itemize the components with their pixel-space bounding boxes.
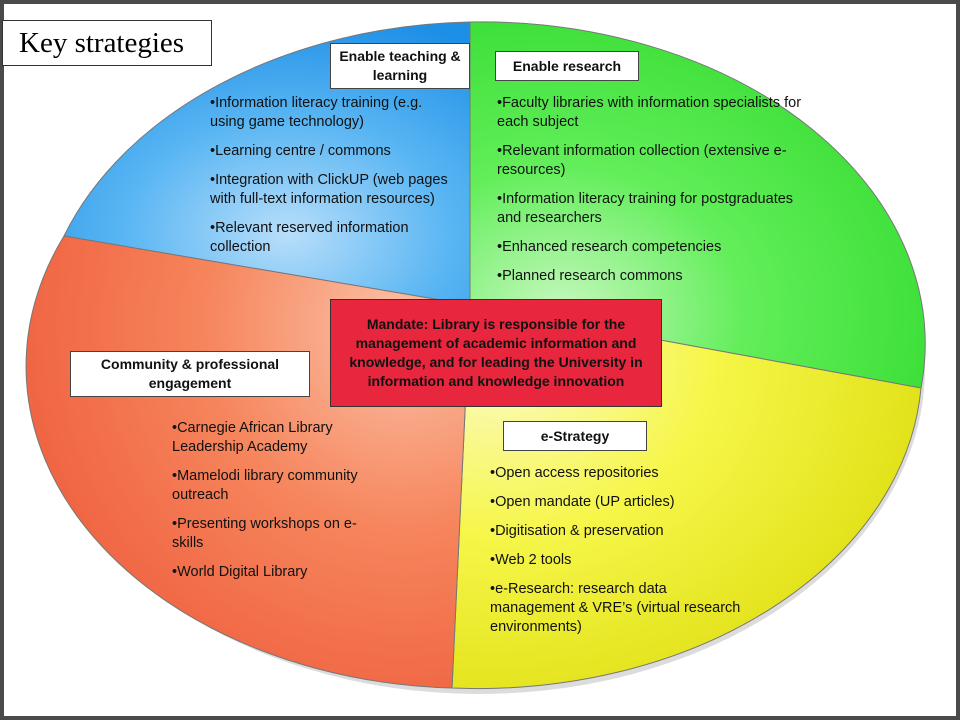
list-item: •Faculty libraries with information spec… [497, 95, 802, 130]
list-item: •e-Research: research data management & … [490, 581, 741, 635]
list-item: •Mamelodi library community outreach [172, 468, 358, 503]
list-item: •Learning centre / commons [210, 143, 391, 159]
teaching-list: •Information literacy training (e.g. usi… [210, 94, 450, 267]
list-item: •Carnegie African Library Leadership Aca… [172, 420, 333, 455]
list-item: •Information literacy training (e.g. usi… [210, 95, 423, 130]
list-item: •Open mandate (UP articles) [490, 494, 675, 510]
list-item: •Information literacy training for postg… [497, 191, 794, 226]
list-item: •Relevant information collection (extens… [497, 143, 787, 178]
research-list: •Faculty libraries with information spec… [497, 94, 807, 296]
list-item: •Relevant reserved information collectio… [210, 220, 409, 255]
list-item: •Enhanced research competencies [497, 239, 722, 255]
mandate-box: Mandate: Library is responsible for the … [330, 299, 662, 407]
teaching-sector [63, 21, 471, 306]
heading-research: Enable research [495, 51, 639, 81]
list-item: •Planned research commons [497, 268, 683, 284]
list-item: •Open access repositories [490, 465, 659, 481]
list-item: •Digitisation & preservation [490, 523, 664, 539]
community-list: •Carnegie African Library Leadership Aca… [172, 419, 387, 592]
list-item: •Integration with ClickUP (web pages wit… [210, 172, 448, 207]
estrategy-list: •Open access repositories •Open mandate … [490, 464, 755, 647]
heading-community: Community & professional engagement [70, 351, 310, 397]
research-sector [469, 21, 926, 389]
list-item: •World Digital Library [172, 564, 308, 580]
heading-teaching: Enable teaching & learning [330, 43, 470, 89]
slide-title: Key strategies [2, 20, 212, 66]
heading-estrategy: e-Strategy [503, 421, 647, 451]
list-item: •Web 2 tools [490, 552, 572, 568]
list-item: •Presenting workshops on e-skills [172, 516, 357, 551]
